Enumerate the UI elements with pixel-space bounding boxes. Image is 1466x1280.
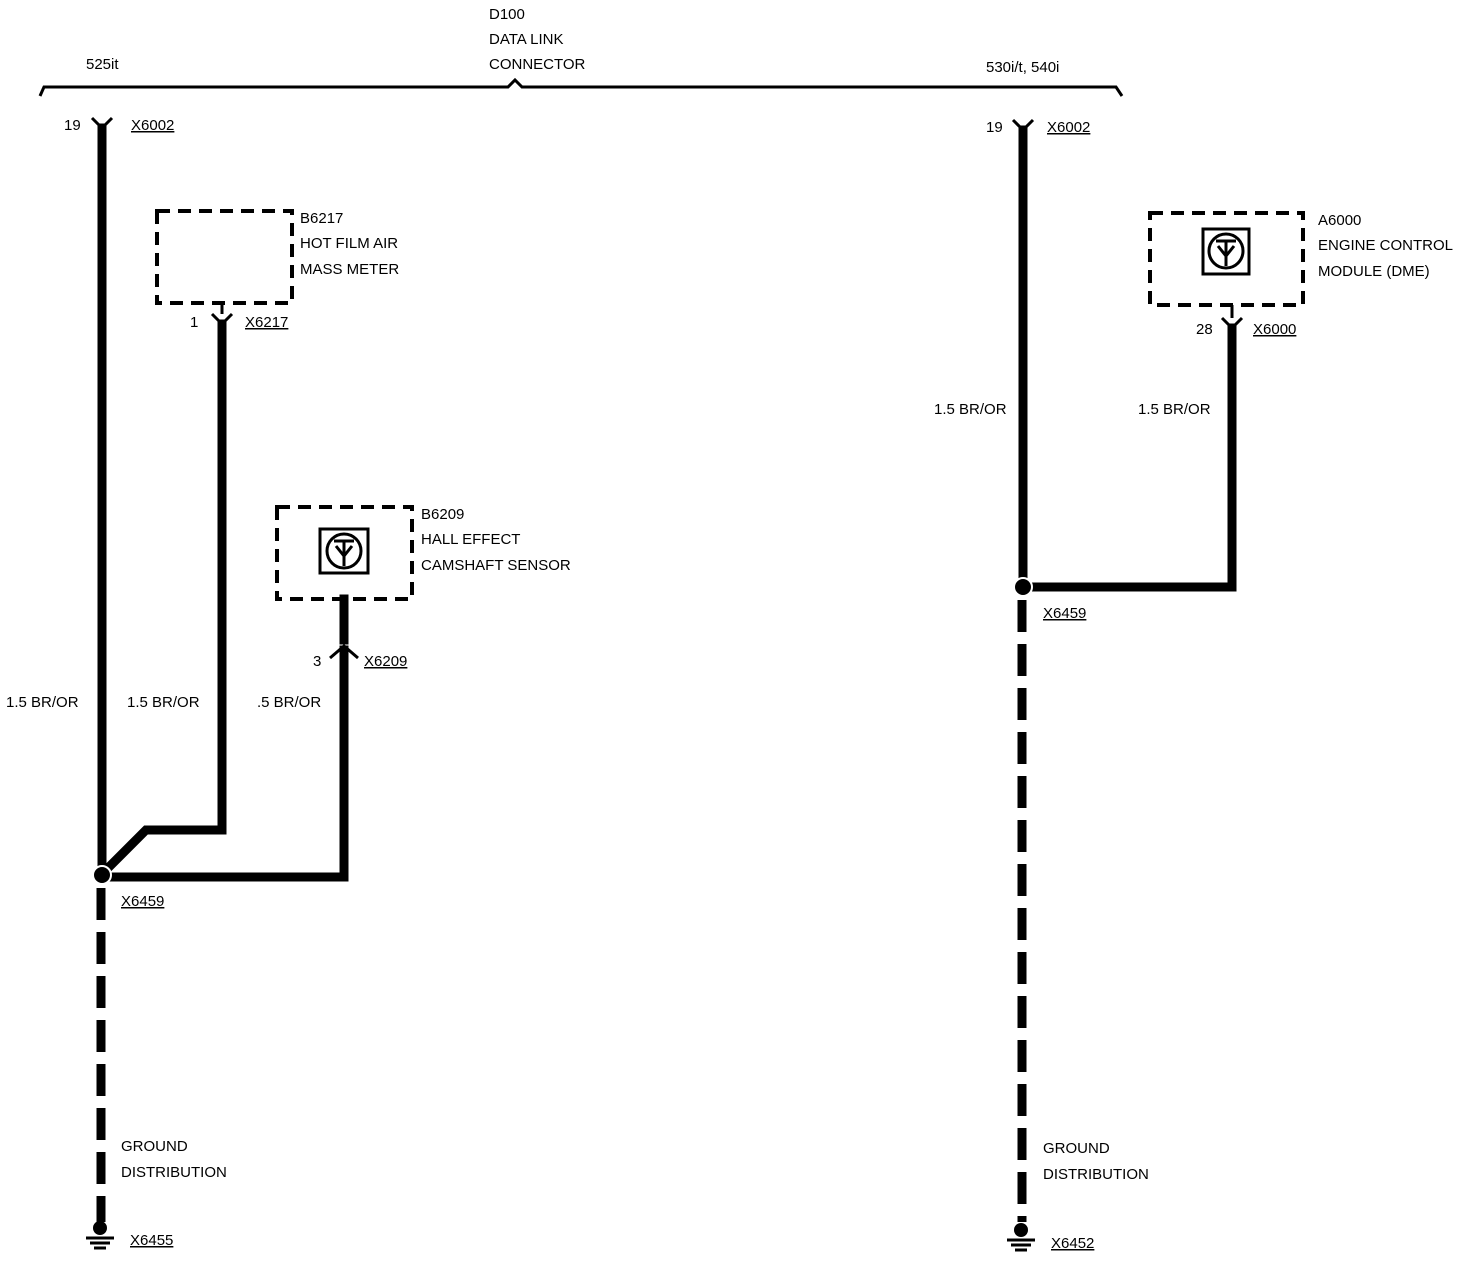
right-ground-symbol	[1007, 1223, 1035, 1252]
right-ground-dist-line1: GROUND	[1043, 1140, 1110, 1157]
left-ground-dist-line1: GROUND	[121, 1138, 188, 1155]
ecm-id: A6000	[1318, 212, 1361, 229]
right-splice-dot	[1013, 577, 1033, 597]
camshaft-sensor-transistor-icon	[318, 527, 370, 575]
camshaft-wire	[103, 645, 349, 882]
right-top-connector-label: X6002	[1047, 119, 1090, 136]
right-top-pin: 19	[986, 119, 1003, 136]
d100-id: D100	[489, 6, 525, 23]
right-variant-label: 530i/t, 540i	[986, 59, 1059, 76]
ecm-name-line1: ENGINE CONTROL	[1318, 237, 1453, 254]
d100-name-line1: DATA LINK	[489, 31, 563, 48]
left-ground-label: X6455	[130, 1232, 173, 1249]
left-top-pin: 19	[64, 117, 81, 134]
ecm-pin: 28	[1196, 321, 1213, 338]
left-splice-label: X6459	[121, 893, 164, 910]
right-splice-label: X6459	[1043, 605, 1086, 622]
d100-name-line2: CONNECTOR	[489, 56, 586, 73]
ecm-transistor-icon	[1201, 227, 1251, 276]
ecm-wire-label: 1.5 BR/OR	[1138, 401, 1211, 418]
left-splice-dot	[92, 865, 112, 885]
maf-sensor-name-line2: MASS METER	[300, 261, 399, 278]
ecm-name-line2: MODULE (DME)	[1318, 263, 1430, 280]
left-top-connector-label: X6002	[131, 117, 174, 134]
camshaft-sensor-name-line2: CAMSHAFT SENSOR	[421, 557, 571, 574]
right-main-wire-label: 1.5 BR/OR	[934, 401, 1007, 418]
left-ground-symbol	[86, 1221, 114, 1250]
camshaft-sensor-name-line1: HALL EFFECT	[421, 531, 520, 548]
right-ground-dist-line2: DISTRIBUTION	[1043, 1166, 1149, 1183]
right-ground-label: X6452	[1051, 1235, 1094, 1252]
maf-sensor-id: B6217	[300, 210, 343, 227]
ecm-box	[1148, 211, 1305, 307]
maf-connector-label: X6217	[245, 314, 288, 331]
left-ground-dist-line2: DISTRIBUTION	[121, 1164, 227, 1181]
left-main-wire-label: 1.5 BR/OR	[6, 694, 79, 711]
left-variant-label: 525it	[86, 56, 119, 73]
camshaft-wire-label: .5 BR/OR	[257, 694, 321, 711]
maf-wire	[99, 319, 227, 877]
maf-sensor-box	[155, 209, 294, 305]
maf-wire-label: 1.5 BR/OR	[127, 694, 200, 711]
ecm-connector-label: X6000	[1253, 321, 1296, 338]
camshaft-connector-label: X6209	[364, 653, 407, 670]
ecm-wire	[1025, 323, 1237, 592]
camshaft-pin: 3	[313, 653, 321, 670]
maf-sensor-name-line1: HOT FILM AIR	[300, 235, 398, 252]
data-link-connector-bracket	[38, 77, 1124, 97]
maf-pin: 1	[190, 314, 198, 331]
camshaft-sensor-id: B6209	[421, 506, 464, 523]
